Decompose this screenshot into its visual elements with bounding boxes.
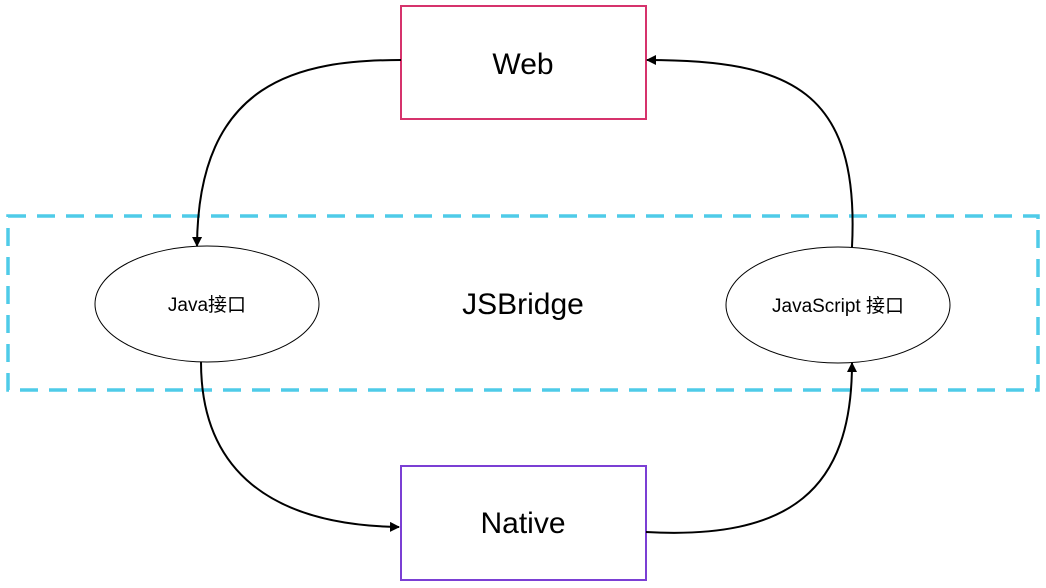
js-interface-node: [725, 246, 951, 364]
js-interface-label: JavaScript 接口: [772, 295, 904, 317]
java-interface-label: Java接口: [168, 294, 246, 316]
native-label: Native: [480, 507, 565, 540]
arrow-web-to-java: [192, 59, 402, 247]
jsbridge-label: JSBridge: [462, 288, 584, 321]
native-node: [400, 465, 647, 581]
arrow-native-to-js: [645, 362, 857, 534]
java-interface-node: [94, 245, 320, 363]
web-label: Web: [492, 48, 553, 81]
arrow-js-to-web: [646, 55, 854, 248]
arrow-java-to-native: [200, 361, 400, 532]
jsbridge-container: [6, 214, 1040, 392]
web-node: [400, 5, 647, 120]
